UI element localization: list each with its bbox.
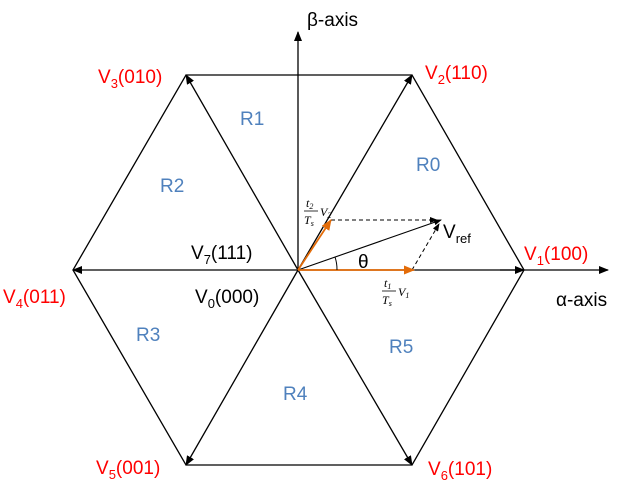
vector-label-v3: V3(010) xyxy=(98,67,162,91)
vector-label-v6: V6(101) xyxy=(428,459,492,483)
svg-text:Ts: Ts xyxy=(304,213,314,228)
vref-arrow xyxy=(297,219,442,271)
svg-text:V2: V2 xyxy=(320,205,331,220)
vector-label-v2: V2(110) xyxy=(425,63,488,87)
vector-label-v1: V1(100) xyxy=(524,244,588,268)
component-label-t2-ts-v2: t2 Ts V2 xyxy=(304,196,331,228)
vector-v3-arrow xyxy=(185,74,299,271)
svg-text:Ts: Ts xyxy=(382,293,392,308)
vector-v6-arrow xyxy=(297,269,413,466)
theta-arc xyxy=(334,256,338,271)
vector-v2-arrow xyxy=(297,74,413,271)
svg-text:V1: V1 xyxy=(398,285,409,300)
vector-label-v0: V0(000) xyxy=(195,287,259,311)
svg-text:t2: t2 xyxy=(306,196,313,211)
svg-text:t1: t1 xyxy=(384,276,391,291)
beta-axis-label: β-axis xyxy=(307,10,358,31)
sector-label-r0: R0 xyxy=(416,155,440,176)
component-v2-arrow xyxy=(297,219,332,271)
vector-v5-arrow xyxy=(185,269,299,466)
dashed-projection-right xyxy=(411,223,440,271)
vector-label-v4: V4(011) xyxy=(3,287,66,311)
sector-label-r1: R1 xyxy=(240,109,264,130)
vref-label: Vref xyxy=(443,222,471,246)
sector-label-r2: R2 xyxy=(160,176,184,197)
sector-label-r4: R4 xyxy=(283,384,308,405)
sector-label-r3: R3 xyxy=(136,325,160,346)
theta-label: θ xyxy=(358,252,369,273)
alpha-axis-label: α-axis xyxy=(556,290,607,311)
component-label-t1-ts-v1: t1 Ts V1 xyxy=(382,276,409,308)
vector-label-v7: V7(111) xyxy=(191,243,252,267)
sector-label-r5: R5 xyxy=(389,337,413,358)
vector-label-v5: V5(001) xyxy=(96,458,160,482)
